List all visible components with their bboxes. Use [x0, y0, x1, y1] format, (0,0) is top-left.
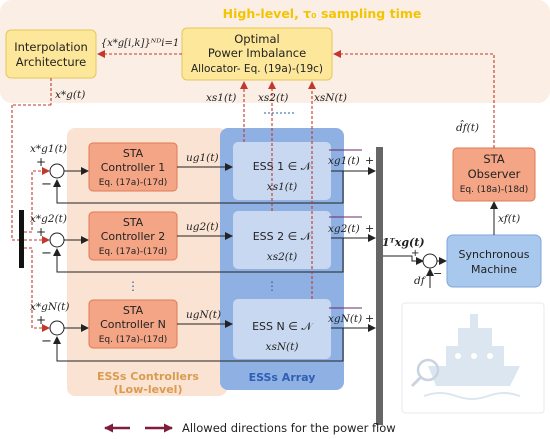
high-level-title: High-level, τ₀ sampling time: [223, 6, 422, 21]
estimate-label: d̂f(t): [456, 120, 479, 134]
df-minus: −: [433, 267, 442, 280]
machine-sum-node: [422, 253, 438, 269]
sumN-plus: +: [36, 313, 46, 327]
sum-node-2: [49, 232, 65, 248]
xg1-plus: +: [365, 154, 374, 167]
sum-node-1: [49, 163, 65, 179]
u1-label: ug1(t): [186, 152, 219, 164]
sta-eq-N: Eq. (17a)-(17d): [99, 335, 168, 345]
controller-ellipsis: ⋮: [127, 279, 139, 293]
feedback-2: [53, 238, 344, 273]
refN-label: x*gN(t): [30, 301, 70, 313]
ess-array-title: ESSs Array: [249, 371, 316, 384]
sum2-minus: −: [41, 246, 52, 261]
xg-star-label: x*g(t): [55, 89, 85, 101]
interpolation-line1: Interpolation: [14, 40, 88, 54]
sequence-label: {x*g[i,k]}ᴺᴰi=1: [101, 38, 180, 49]
sta-name-N: Controller N: [100, 318, 166, 331]
controllers-panel-subtitle: (Low-level): [114, 383, 183, 396]
interpolation-line2: Architecture: [16, 55, 86, 69]
controllers-panel-title: ESSs Controllers: [97, 370, 199, 383]
synchronous-machine: [446, 234, 542, 288]
machine-line1: Synchronous: [459, 248, 530, 261]
ess-name-N: ESS N ∈ 𝒩: [252, 320, 313, 333]
sta-eq-1: Eq. (17a)-(17d): [99, 178, 168, 188]
bus-sum-label: 1ᵀxg(t): [382, 236, 425, 249]
sta-eq-2: Eq. (17a)-(17d): [99, 247, 168, 257]
legend: Allowed directions for the power flow: [104, 421, 396, 435]
demux-bar: [19, 210, 24, 268]
xg2-label: xg2(t): [328, 223, 360, 235]
xf-label: xf(t): [498, 213, 520, 225]
allocator-line3: Allocator- Eq. (19a)-(19c): [191, 63, 323, 75]
feedback-N: [53, 328, 344, 362]
ship-icon: [401, 302, 545, 414]
bus-to-sum-line: [383, 255, 424, 265]
sta-title-1: STA: [123, 147, 144, 160]
observer-line3: Eq. (18a)-(18d): [460, 185, 529, 195]
sum1-minus: −: [41, 177, 52, 192]
xg1-label: xg1(t): [328, 155, 360, 167]
df-label: df: [414, 275, 427, 287]
sta-name-1: Controller 1: [101, 161, 166, 174]
legend-text: Allowed directions for the power flow: [182, 421, 396, 435]
estimate-path: [333, 50, 495, 148]
uN-label: ugN(t): [186, 309, 221, 321]
feedback-1: [53, 171, 344, 204]
allocator-line1: Optimal: [234, 32, 280, 46]
bus-sum-plus: +: [411, 248, 419, 259]
ess-state-N: xsN(t): [266, 341, 299, 353]
sum2-plus: +: [36, 225, 46, 239]
sta-title-2: STA: [123, 216, 144, 229]
ess-cell-1: [233, 142, 331, 200]
ref1-path: [24, 167, 50, 233]
sta-title-N: STA: [123, 304, 144, 317]
sumN-minus: −: [41, 334, 52, 349]
observer-line2: Observer: [468, 167, 521, 181]
ess-cell-2: [233, 211, 331, 269]
sum-node-N: [49, 320, 65, 336]
ess-state-2: xs2(t): [267, 251, 297, 263]
xg2-plus: +: [365, 222, 374, 235]
refN-path: [24, 247, 50, 332]
xgN-label: xgN(t): [328, 313, 362, 325]
allocator-line2: Power Imbalance: [208, 46, 306, 60]
ref2-label: x*g2(t): [30, 213, 67, 225]
sum1-plus: +: [36, 155, 46, 169]
u2-label: ug2(t): [186, 221, 219, 233]
xgN-plus: +: [365, 312, 374, 325]
ess-cell-N: [233, 299, 331, 359]
interpolation-box: [5, 29, 97, 79]
power-bus-bar: [376, 147, 383, 425]
observer-line1: STA: [483, 152, 504, 166]
xsN-label: xsN(t): [314, 92, 347, 104]
machine-line2: Machine: [471, 263, 517, 276]
xs2-label: xs2(t): [258, 92, 288, 104]
magnifier-icon: [410, 358, 440, 388]
ess-ellipsis: ⋮: [266, 279, 278, 293]
ess-state-1: xs1(t): [267, 181, 297, 193]
xs1-label: xs1(t): [206, 92, 236, 104]
sta-name-2: Controller 2: [101, 230, 166, 243]
ess-name-2: ESS 2 ∈ 𝒩: [253, 230, 313, 243]
ref1-label: x*g1(t): [30, 143, 67, 155]
ess-name-1: ESS 1 ∈ 𝒩: [253, 160, 313, 173]
